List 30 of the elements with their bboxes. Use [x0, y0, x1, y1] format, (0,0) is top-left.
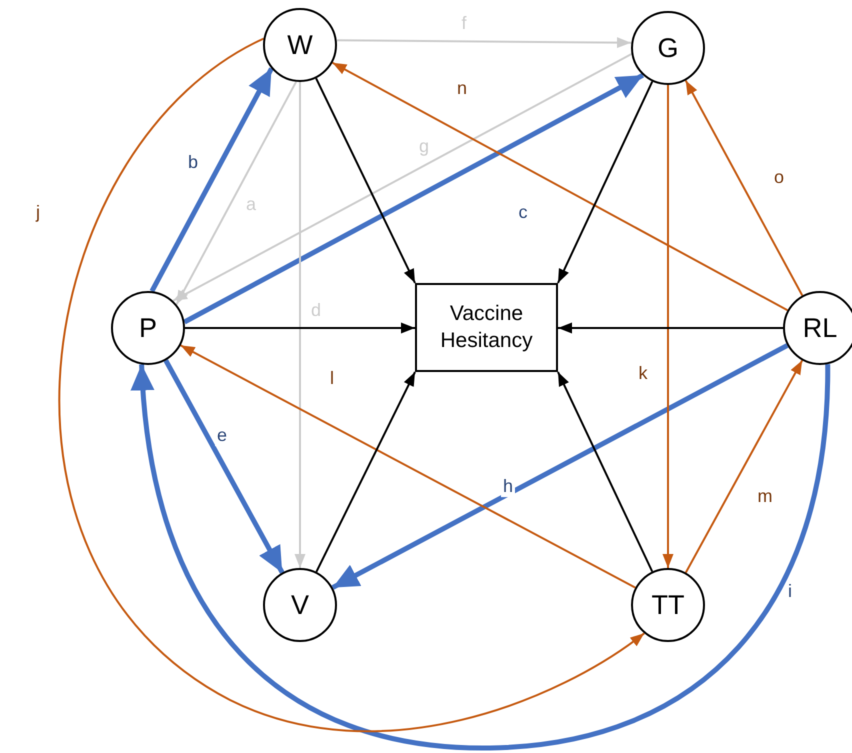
arrow	[176, 81, 297, 305]
arrow	[315, 78, 416, 284]
arrow	[132, 364, 830, 750]
arrow	[185, 322, 415, 334]
variable-circle: P	[111, 291, 185, 365]
edge-label: h	[501, 477, 515, 497]
arrow	[164, 359, 284, 574]
edge-label: j	[34, 203, 42, 223]
arrow	[316, 372, 416, 572]
arrow	[684, 80, 804, 296]
arrow	[558, 322, 783, 334]
variable-circle: G	[631, 11, 705, 85]
arrow	[183, 73, 644, 324]
arrow	[180, 344, 636, 588]
arrow	[150, 67, 274, 292]
variable-circle: TT	[631, 568, 705, 642]
arrow	[58, 38, 645, 732]
arrow	[332, 62, 788, 312]
variable-circle: V	[263, 568, 337, 642]
arrow	[684, 360, 804, 574]
variable-circle: W	[263, 8, 337, 82]
arrow	[557, 372, 654, 572]
arrow	[557, 81, 654, 284]
arrow	[337, 37, 631, 48]
arrow	[332, 343, 788, 590]
arrow	[172, 53, 632, 302]
arrow	[294, 82, 306, 568]
arrow	[662, 85, 674, 568]
outcome-box: Vaccine Hesitancy	[415, 283, 558, 372]
variable-circle: RL	[783, 291, 852, 365]
